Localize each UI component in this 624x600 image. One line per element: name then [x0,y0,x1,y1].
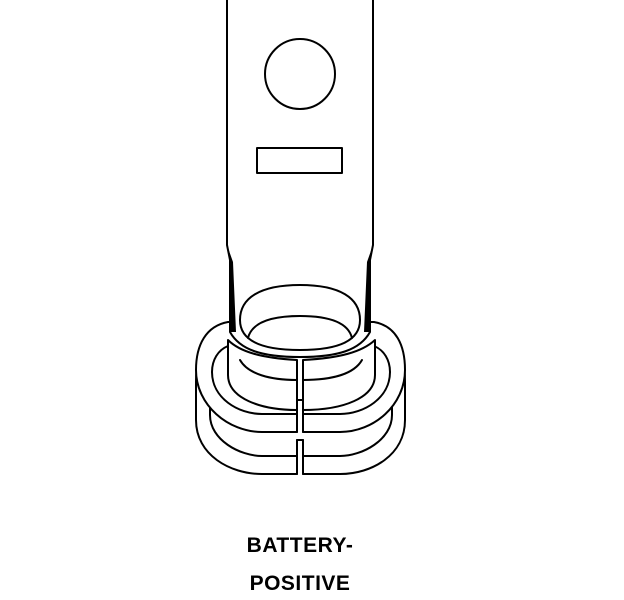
blade-slot [257,148,342,173]
terminal-blade [227,0,373,357]
battery-terminal-drawing [0,0,624,520]
bolt-hole [265,39,335,109]
terminal-post-collar [228,340,375,410]
caption-line-1: BATTERY- [246,534,354,557]
caption-line-2: POSITIVE [249,572,351,595]
